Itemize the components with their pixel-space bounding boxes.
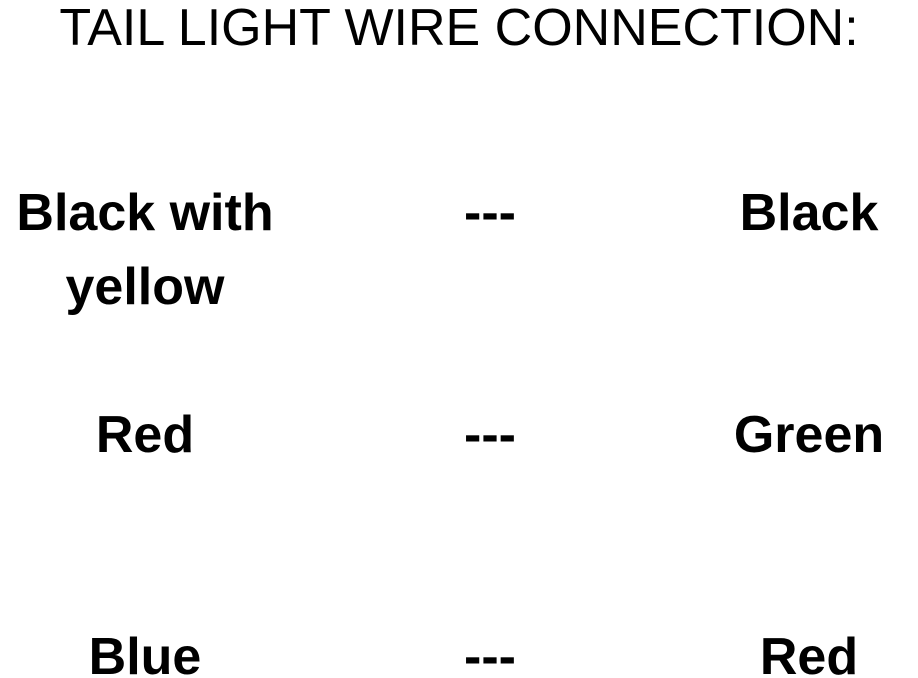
wire-color-target: Black xyxy=(739,184,879,242)
wire-color-target: Red xyxy=(759,628,859,678)
wire-color-source: Black with yellow xyxy=(16,184,274,316)
page-title: TAIL LIGHT WIRE CONNECTION: xyxy=(59,0,859,57)
connection-separator: --- xyxy=(464,628,516,678)
wire-color-source: Red xyxy=(95,406,195,464)
wire-color-source: Blue xyxy=(88,628,202,678)
wire-color-target: Green xyxy=(733,406,885,464)
connection-separator: --- xyxy=(464,184,516,242)
connection-separator: --- xyxy=(464,406,516,464)
